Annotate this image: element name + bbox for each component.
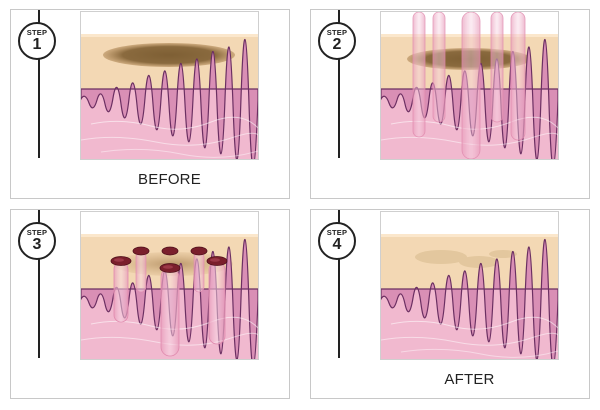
step-badge-number: 4 bbox=[332, 236, 342, 254]
step-2-badge: STEP 2 bbox=[318, 22, 356, 60]
step-4-panel: STEP 4 AFTER bbox=[310, 209, 590, 399]
micro-columns bbox=[113, 251, 226, 357]
skin-cross-section bbox=[381, 212, 558, 359]
step-badge-label: STEP bbox=[326, 27, 348, 37]
pigmentation-spot bbox=[103, 43, 235, 67]
skin-cross-section bbox=[81, 12, 258, 159]
before-caption: BEFORE bbox=[138, 171, 201, 188]
step-badge-label: STEP bbox=[26, 27, 48, 37]
step-timeline-line bbox=[338, 10, 340, 158]
step-badge-number: 3 bbox=[32, 236, 42, 254]
skin-illustration-laser bbox=[380, 11, 559, 160]
step-timeline-line bbox=[38, 210, 40, 358]
step-badge-number: 1 bbox=[32, 36, 42, 54]
skin-illustration-after bbox=[380, 211, 559, 360]
step-badge-number: 2 bbox=[332, 36, 342, 54]
step-badge-label: STEP bbox=[326, 227, 348, 237]
skin-illustration-healing bbox=[80, 211, 259, 360]
skin-cross-section bbox=[81, 212, 258, 359]
step-4-badge: STEP 4 bbox=[318, 222, 356, 260]
step-badge-label: STEP bbox=[26, 227, 48, 237]
step-timeline-line bbox=[38, 10, 40, 158]
step-timeline-line bbox=[338, 210, 340, 358]
dermal-wave bbox=[81, 39, 258, 159]
faded-pigment bbox=[415, 250, 517, 268]
step-1-badge: STEP 1 bbox=[18, 22, 56, 60]
skin-cross-section bbox=[381, 12, 558, 159]
step-2-panel: STEP 2 bbox=[310, 9, 590, 199]
skin-illustration-before bbox=[80, 11, 259, 160]
step-1-panel: STEP 1 bbox=[10, 9, 290, 199]
laser-beams bbox=[412, 12, 526, 159]
step-3-panel: STEP 3 bbox=[10, 209, 290, 399]
step-3-badge: STEP 3 bbox=[18, 222, 56, 260]
dermal-wave bbox=[381, 239, 558, 359]
after-caption: AFTER bbox=[444, 371, 495, 388]
